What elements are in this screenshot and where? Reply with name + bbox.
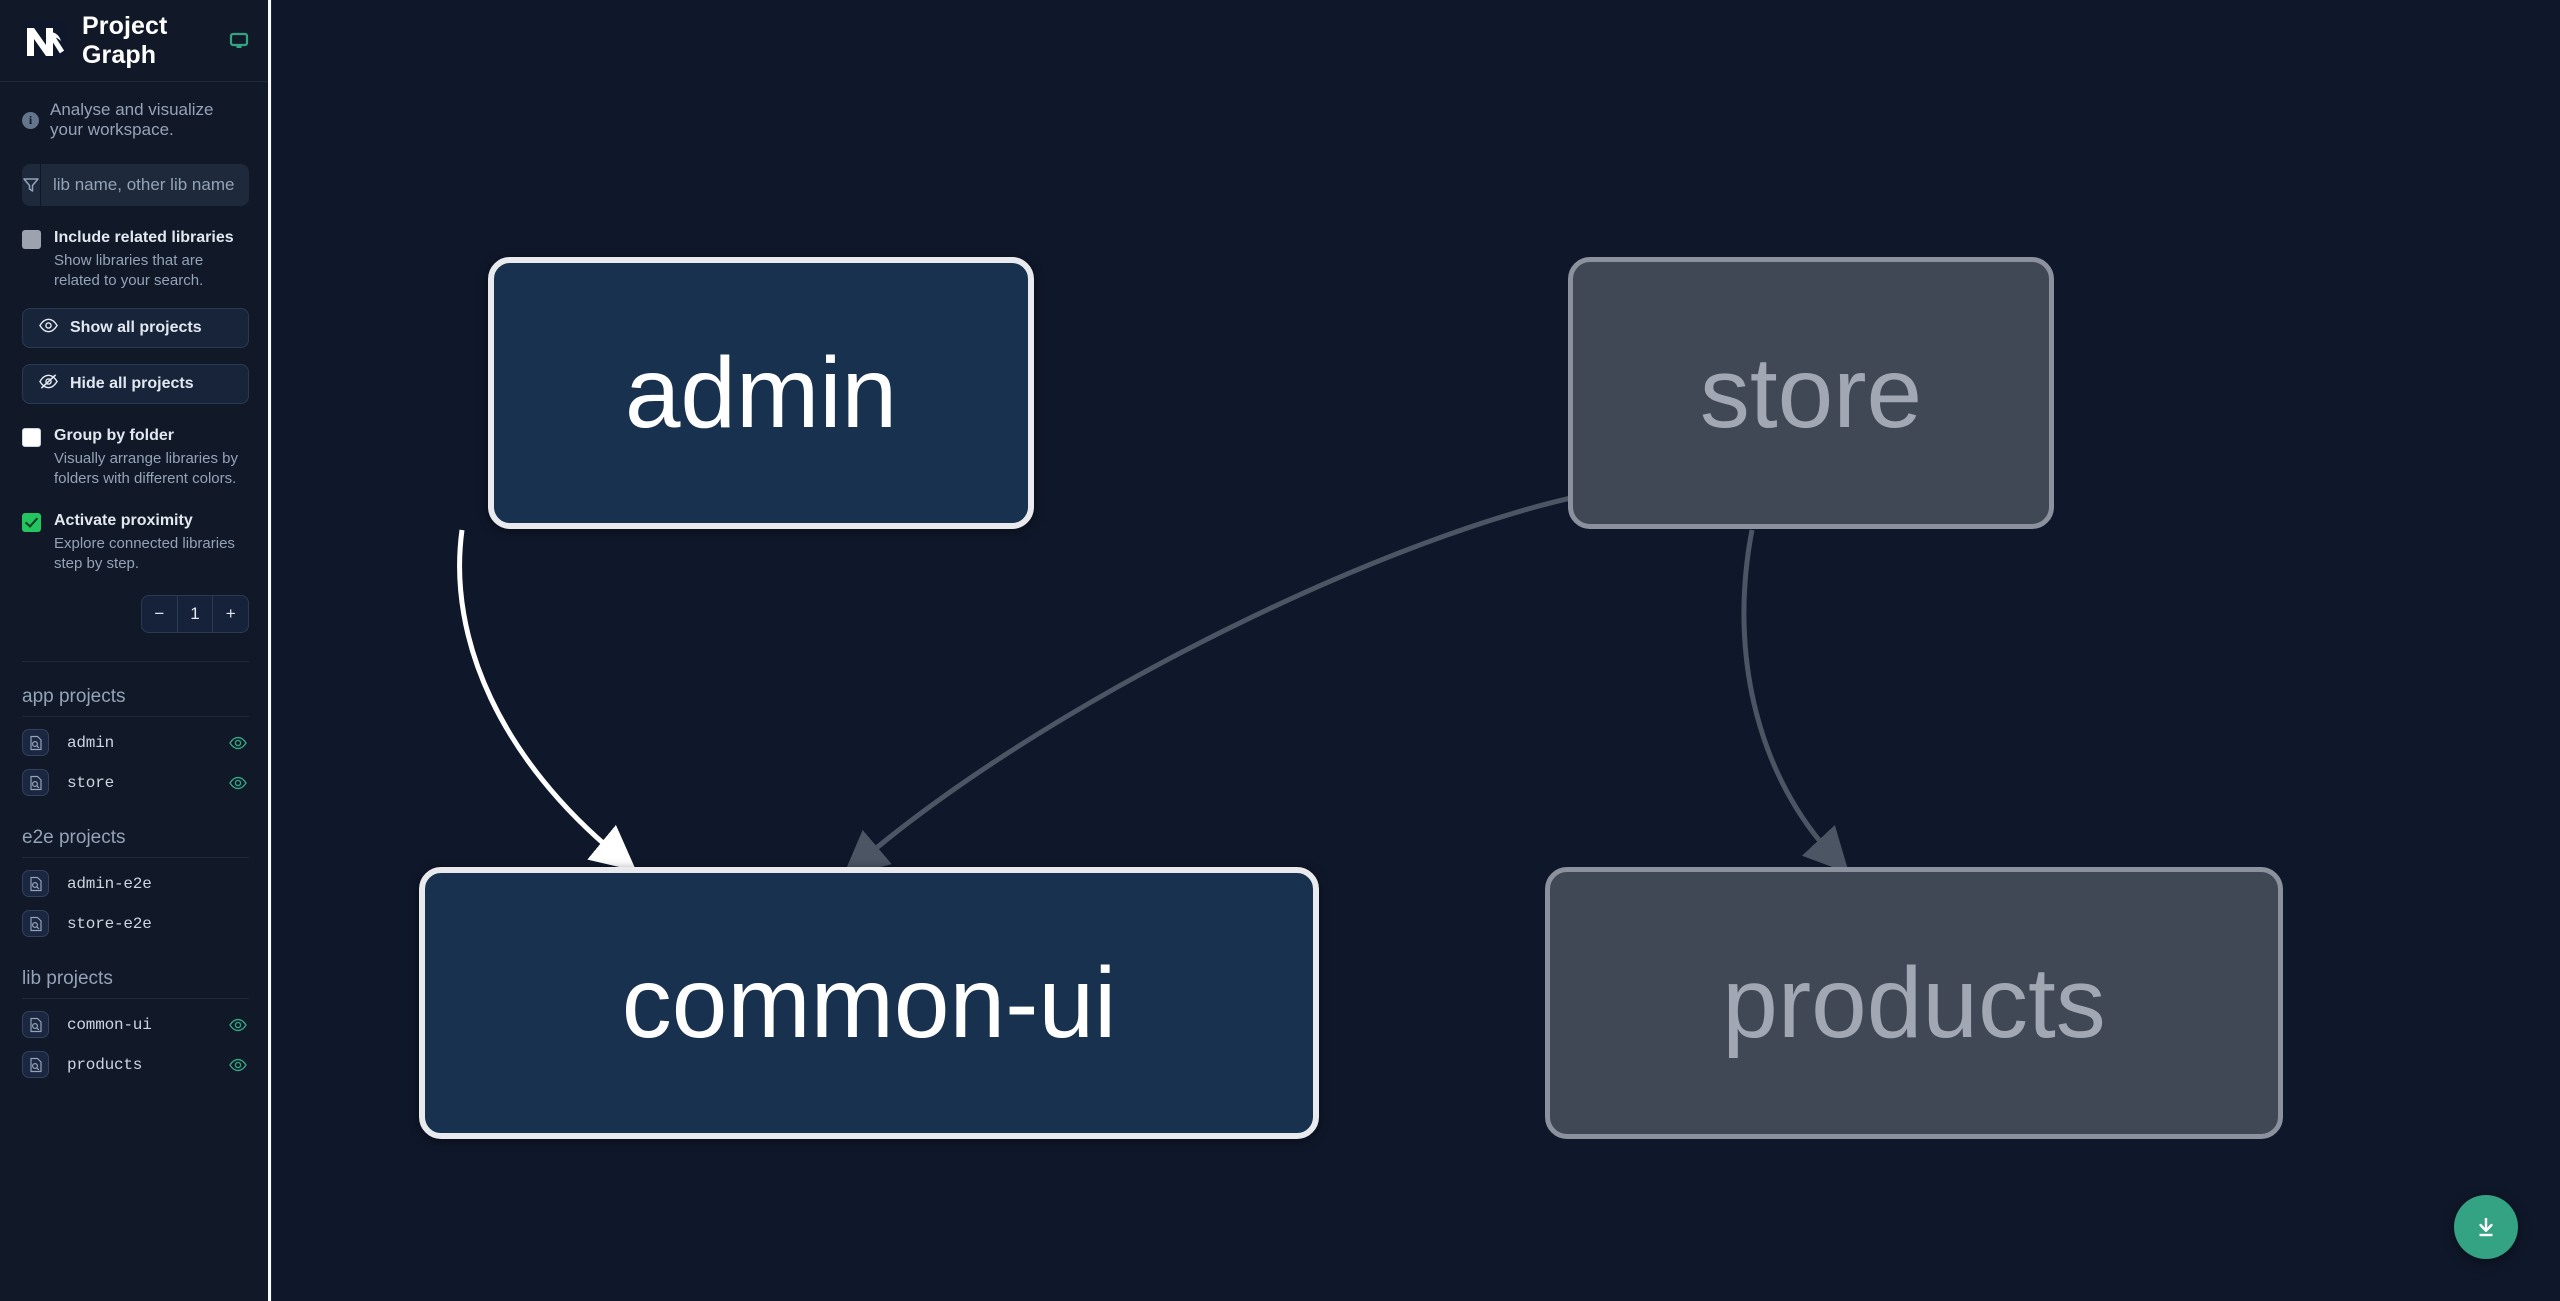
project-file-icon: [22, 870, 49, 897]
project-file-icon: [22, 910, 49, 937]
project-file-icon: [22, 769, 49, 796]
hide-all-projects-button[interactable]: Hide all projects: [22, 363, 249, 404]
tagline-text: Analyse and visualize your workspace.: [50, 100, 214, 139]
edge-admin-to-common-ui: [457, 529, 637, 871]
group-rule: [22, 856, 249, 858]
project-name: admin: [67, 733, 115, 752]
project-file-icon: [22, 1051, 49, 1078]
project-row-store-e2e[interactable]: store-e2e: [0, 904, 271, 944]
include-related-libraries-label: Include related libraries: [54, 229, 234, 246]
graph-node-label: store: [1699, 337, 1923, 449]
group-by-folder-desc: Visually arrange libraries by folders wi…: [54, 449, 238, 487]
include-related-libraries-desc: Show libraries that are related to your …: [54, 252, 204, 290]
project-row-common-ui[interactable]: common-ui: [0, 1005, 271, 1045]
graph-node-admin[interactable]: admin: [488, 257, 1034, 529]
option-group-by-folder[interactable]: Group by folder Visually arrange librari…: [0, 404, 271, 490]
graph-node-store[interactable]: store: [1568, 257, 2054, 529]
nx-logo-icon: [22, 18, 68, 64]
proximity-increment-button[interactable]: +: [212, 595, 248, 632]
project-file-icon: [22, 1011, 49, 1038]
project-file-icon: [22, 729, 49, 756]
project-name: products: [67, 1055, 143, 1074]
graph-node-label: products: [1722, 947, 2106, 1059]
eye-icon: [39, 316, 58, 340]
group-by-folder-checkbox[interactable]: [22, 427, 41, 447]
group-rule: [22, 715, 249, 717]
activate-proximity-desc: Explore connected libraries step by step…: [54, 535, 235, 573]
filter-funnel-icon: [22, 164, 41, 206]
project-row-admin-e2e[interactable]: admin-e2e: [0, 864, 271, 904]
sidebar: Project Graph i Analyse and visualize yo…: [0, 0, 272, 1301]
project-row-admin[interactable]: admin: [0, 723, 271, 763]
monitor-icon[interactable]: [229, 31, 249, 51]
info-icon: i: [22, 111, 39, 129]
download-graph-button[interactable]: [2454, 1195, 2518, 1259]
eye-icon[interactable]: [227, 732, 249, 754]
page-title: Project Graph: [82, 11, 168, 69]
sidebar-header: Project Graph: [0, 0, 271, 82]
search-box[interactable]: [22, 164, 249, 206]
group-label-app-projects: app projects: [22, 685, 126, 707]
project-name: store-e2e: [67, 914, 152, 933]
proximity-stepper[interactable]: − 1 +: [141, 594, 249, 633]
download-icon: [2479, 1218, 2493, 1237]
show-all-projects-button[interactable]: Show all projects: [22, 307, 249, 348]
project-row-products[interactable]: products: [0, 1045, 271, 1085]
graph-node-products[interactable]: products: [1545, 867, 2283, 1139]
project-name: store: [67, 773, 115, 792]
group-label-lib-projects: lib projects: [22, 967, 113, 989]
eye-off-icon: [39, 372, 58, 396]
activate-proximity-checkbox[interactable]: [22, 513, 41, 532]
group-by-folder-label: Group by folder: [54, 426, 174, 444]
graph-edges: [457, 487, 1850, 877]
eye-icon[interactable]: [227, 1014, 249, 1036]
project-row-store[interactable]: store: [0, 763, 271, 803]
sidebar-scrollbar[interactable]: [268, 0, 271, 1301]
show-all-projects-label: Show all projects: [70, 318, 202, 336]
graph-node-label: admin: [624, 337, 898, 449]
include-related-libraries-checkbox[interactable]: [22, 230, 41, 249]
eye-icon[interactable]: [227, 772, 249, 794]
activate-proximity-label: Activate proximity: [54, 512, 193, 529]
graph-canvas[interactable]: admin store common-ui products: [272, 0, 2560, 1301]
eye-icon[interactable]: [227, 1054, 249, 1076]
option-activate-proximity[interactable]: Activate proximity Explore connected lib…: [0, 489, 271, 575]
edge-store-to-products: [1741, 529, 1850, 874]
group-label-e2e-projects: e2e projects: [22, 826, 126, 848]
graph-node-common-ui[interactable]: common-ui: [419, 867, 1319, 1139]
edge-store-to-common-ui: [842, 487, 1613, 877]
project-name: admin-e2e: [67, 874, 152, 893]
tagline: i Analyse and visualize your workspace.: [0, 82, 271, 156]
proximity-decrement-button[interactable]: −: [154, 603, 165, 623]
proximity-value: 1: [176, 595, 213, 632]
option-include-related-libraries[interactable]: Include related libraries Show libraries…: [0, 206, 271, 292]
project-name: common-ui: [67, 1015, 152, 1034]
graph-node-label: common-ui: [621, 947, 1117, 1059]
search-input[interactable]: [41, 164, 249, 206]
sidebar-divider: [22, 660, 249, 662]
group-rule: [22, 997, 249, 999]
hide-all-projects-label: Hide all projects: [70, 374, 194, 392]
